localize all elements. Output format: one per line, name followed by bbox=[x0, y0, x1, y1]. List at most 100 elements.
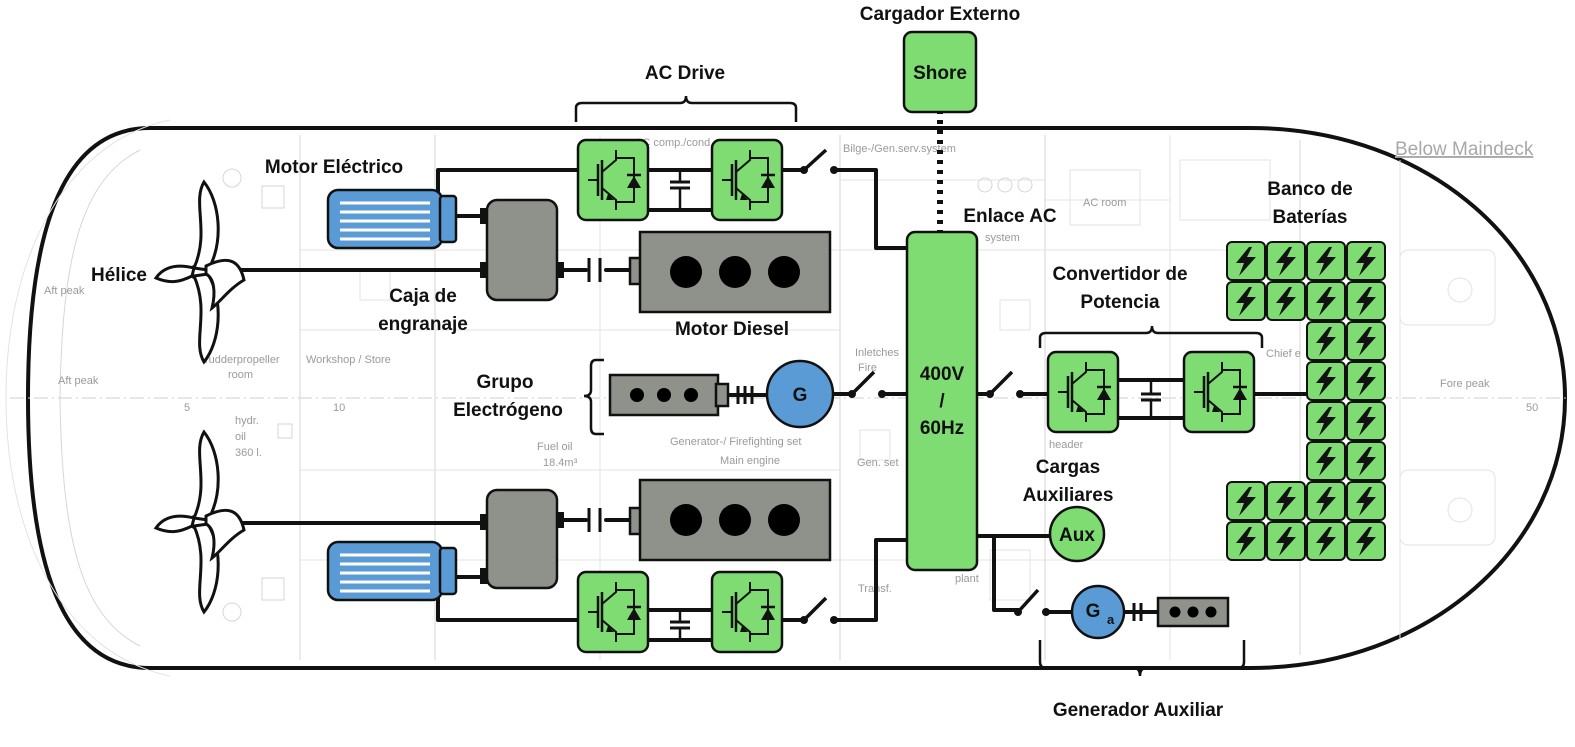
aux-generator-label: G bbox=[1086, 601, 1101, 622]
caja-engranaje-line2: engranaje bbox=[378, 314, 468, 335]
lightning-bolt-icon bbox=[1236, 487, 1256, 516]
below-maindeck-label: Below Maindeck bbox=[1395, 139, 1534, 160]
bg-system: system bbox=[985, 232, 1020, 244]
lightning-bolt-icon bbox=[1236, 287, 1256, 316]
bg-chief: Chief e bbox=[1266, 348, 1301, 360]
battery-cell bbox=[1306, 321, 1346, 361]
igbt-switch-icon bbox=[710, 138, 784, 222]
capacitor-icon bbox=[670, 170, 1161, 640]
cargas-auxiliares-line2: Auxiliares bbox=[1023, 485, 1114, 506]
bg-room: room bbox=[228, 369, 253, 381]
bg-frame-50: 50 bbox=[1526, 402, 1538, 414]
ac-drive-label: AC Drive bbox=[645, 63, 725, 84]
grupo-electrogeno-line1: Grupo bbox=[477, 372, 534, 393]
lightning-bolt-icon bbox=[1316, 527, 1336, 556]
lightning-bolt-icon bbox=[1356, 447, 1376, 476]
lightning-bolt-icon bbox=[1316, 447, 1336, 476]
battery-cell bbox=[1306, 401, 1346, 441]
bg-header: header bbox=[1049, 439, 1084, 451]
igbt-switch-icon bbox=[1182, 350, 1256, 434]
battery-cell bbox=[1346, 441, 1386, 481]
bg-frame-5: 5 bbox=[184, 402, 190, 414]
enlace-ac-label: Enlace AC bbox=[963, 206, 1057, 227]
battery-bank bbox=[1226, 241, 1386, 561]
lightning-bolt-icon bbox=[1276, 247, 1296, 276]
bg-workshop: Workshop / Store bbox=[306, 354, 391, 366]
battery-cell bbox=[1306, 441, 1346, 481]
lightning-bolt-icon bbox=[1316, 327, 1336, 356]
igbt-switch-icon bbox=[710, 570, 784, 654]
battery-cell bbox=[1306, 361, 1346, 401]
battery-cell bbox=[1266, 281, 1306, 321]
bg-main-engine: Main engine bbox=[720, 455, 780, 467]
lightning-bolt-icon bbox=[1276, 287, 1296, 316]
genset bbox=[608, 373, 768, 417]
battery-cell bbox=[1346, 521, 1386, 561]
banco-baterias-line1: Banco de bbox=[1267, 179, 1353, 200]
bg-fore-peak: Fore peak bbox=[1440, 378, 1490, 390]
convertidor-potencia-line2: Potencia bbox=[1080, 292, 1160, 313]
braces bbox=[574, 95, 1264, 677]
aux-load-label: Aux bbox=[1059, 525, 1095, 546]
generador-auxiliar-label: Generador Auxiliar bbox=[1053, 700, 1224, 721]
battery-cell bbox=[1346, 241, 1386, 281]
lightning-bolt-icon bbox=[1316, 407, 1336, 436]
bg-fire: Fire bbox=[858, 362, 877, 374]
lightning-bolt-icon bbox=[1356, 527, 1376, 556]
diesel-engine-top bbox=[628, 230, 832, 314]
battery-cell bbox=[1226, 281, 1266, 321]
shaft-couplings bbox=[587, 258, 602, 532]
bg-aft-peak-2: Aft peak bbox=[58, 375, 99, 387]
igbt-switch-icon bbox=[576, 138, 650, 222]
motor-electrico-label: Motor Eléctrico bbox=[265, 157, 403, 178]
shore-connection: Shore bbox=[902, 30, 978, 114]
bg-plant: plant bbox=[955, 573, 979, 585]
battery-cell bbox=[1226, 241, 1266, 281]
gearbox-top bbox=[480, 198, 564, 302]
lightning-bolt-icon bbox=[1316, 367, 1336, 396]
battery-cell bbox=[1266, 521, 1306, 561]
lightning-bolt-icon bbox=[1356, 247, 1376, 276]
cargador-externo-label: Cargador Externo bbox=[860, 4, 1020, 25]
battery-cell bbox=[1306, 241, 1346, 281]
generator-g-label: G bbox=[793, 385, 808, 406]
battery-cell bbox=[1346, 401, 1386, 441]
battery-cell bbox=[1346, 281, 1386, 321]
battery-cell bbox=[1346, 361, 1386, 401]
lightning-bolt-icon bbox=[1356, 407, 1376, 436]
lightning-bolt-icon bbox=[1316, 247, 1336, 276]
electric-motor-bottom bbox=[326, 540, 458, 602]
bg-aft-peak-1: Aft peak bbox=[44, 285, 85, 297]
lightning-bolt-icon bbox=[1356, 367, 1376, 396]
battery-cell bbox=[1346, 481, 1386, 521]
lightning-bolt-icon bbox=[1316, 487, 1336, 516]
battery-cell bbox=[1226, 521, 1266, 561]
bus-label-voltage: 400V bbox=[920, 364, 965, 385]
battery-cell bbox=[1306, 521, 1346, 561]
bg-generator-firefighting: Generator-/ Firefighting set bbox=[670, 436, 801, 448]
helice-label: Hélice bbox=[91, 265, 147, 286]
battery-cell bbox=[1346, 321, 1386, 361]
battery-cell bbox=[1266, 241, 1306, 281]
lightning-bolt-icon bbox=[1236, 527, 1256, 556]
bg-oil: oil bbox=[235, 431, 246, 443]
igbt-switch-icon bbox=[1046, 350, 1120, 434]
breaker-switch-icon bbox=[800, 148, 1050, 624]
bus-label-frequency: 60Hz bbox=[920, 418, 964, 439]
bg-inletches: Inletches bbox=[855, 347, 900, 359]
shore-label: Shore bbox=[913, 63, 967, 84]
battery-cell bbox=[1306, 481, 1346, 521]
battery-cell bbox=[1306, 281, 1346, 321]
lightning-bolt-icon bbox=[1356, 287, 1376, 316]
bg-bilge: Bilge-/Gen.serv.system bbox=[843, 143, 956, 155]
generator-g: G bbox=[765, 359, 835, 429]
lightning-bolt-icon bbox=[1356, 487, 1376, 516]
banco-baterias-line2: Baterías bbox=[1273, 207, 1348, 228]
bg-gen-set: Gen. set bbox=[857, 457, 899, 469]
bg-frame-10: 10 bbox=[333, 402, 345, 414]
diesel-engine-bottom bbox=[628, 478, 832, 562]
grupo-electrogeno-line2: Electrógeno bbox=[453, 400, 563, 421]
lightning-bolt-icon bbox=[1356, 327, 1376, 356]
lightning-bolt-icon bbox=[1236, 247, 1256, 276]
